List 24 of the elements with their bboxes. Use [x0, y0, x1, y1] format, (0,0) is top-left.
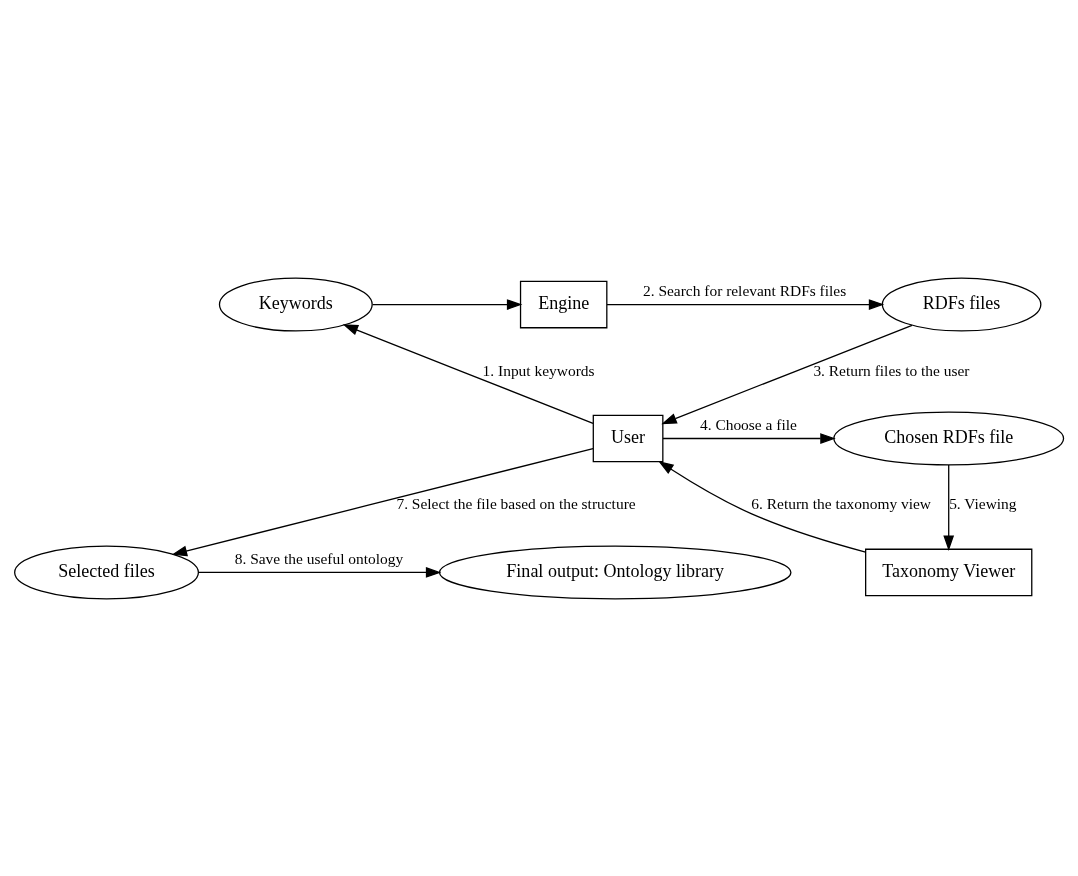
arrow — [171, 447, 594, 556]
arrow — [606, 298, 885, 310]
edge-label: 5. Viewing — [949, 494, 1017, 512]
edge-label: 6. Return the taxonomy view — [751, 494, 932, 512]
edge-label: 4. Choose a file — [699, 415, 797, 433]
node-ellipse: Keywords — [218, 277, 373, 332]
edge-label: 3. Return files to the user — [813, 361, 970, 379]
edge-label: 7. Select the file based on the structure — [396, 494, 636, 512]
node-box: User — [592, 414, 664, 462]
arrow — [372, 298, 523, 310]
node-ellipse: Chosen RDFs file — [833, 410, 1065, 466]
arrow — [661, 324, 913, 424]
edge-label: 8. Save the useful ontology — [234, 549, 404, 567]
edge-label: 1. Input keywords — [482, 361, 595, 379]
arrow — [198, 566, 442, 578]
arrow — [943, 463, 955, 551]
arrow — [342, 323, 594, 424]
node-ellipse: Final output: Ontology library — [438, 544, 792, 599]
node-ellipse: RDFs files — [881, 277, 1042, 332]
arrow — [658, 460, 867, 553]
edge-label: 2. Search for relevant RDFs files — [642, 281, 847, 299]
node-box: Taxonomy Viewer — [865, 548, 1033, 596]
node-box: Engine — [519, 280, 608, 328]
arrow — [662, 432, 836, 444]
